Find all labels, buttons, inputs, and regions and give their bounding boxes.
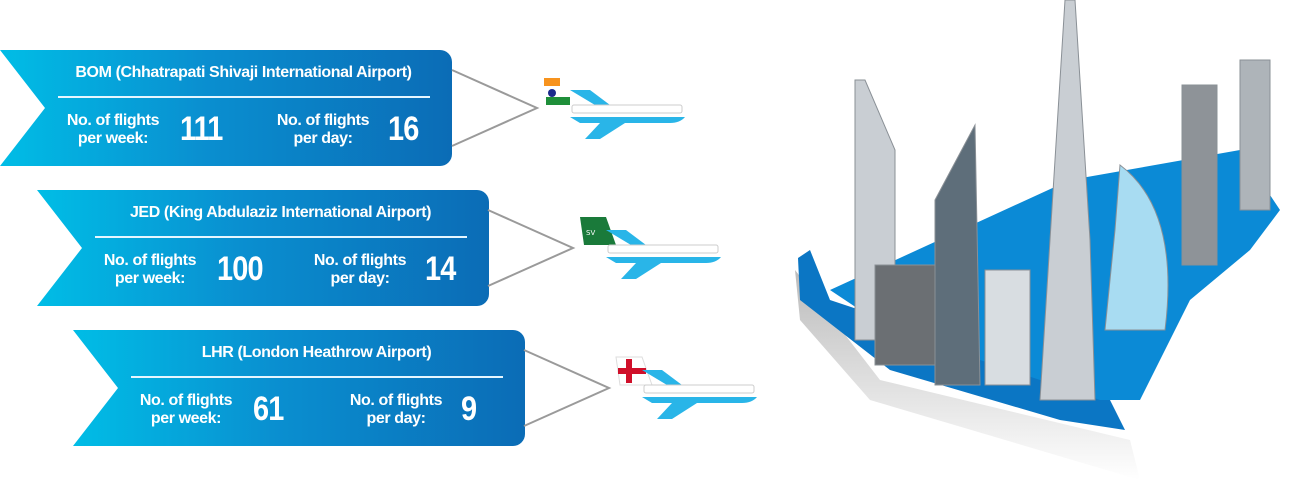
week-value: 100 [217,250,264,288]
plane-england-icon [615,356,757,419]
route-card-bom: BOM (Chhatrapati Shivaji International A… [0,50,452,166]
week-value: 111 [180,110,223,148]
day-value: 14 [425,250,456,288]
connector-lines [451,69,612,427]
plane-saudia-icon: SV [580,217,721,279]
plane-india-icon [544,78,685,139]
divider [131,376,503,378]
route-title: LHR (London Heathrow Airport) [201,344,432,361]
route-title: BOM (Chhatrapati Shivaji International A… [75,64,412,81]
divider [95,236,467,238]
divider [58,96,430,98]
route-card-jed: JED (King Abdulaziz International Airpor… [37,190,489,306]
dubai-skyline-illustration [795,0,1280,480]
route-title: JED (King Abdulaziz International Airpor… [129,204,432,221]
day-value: 16 [388,110,419,148]
svg-text:SV: SV [586,229,595,237]
week-value: 61 [253,390,284,428]
route-card-lhr: LHR (London Heathrow Airport) No. of fli… [73,330,525,446]
day-value: 9 [461,390,477,428]
